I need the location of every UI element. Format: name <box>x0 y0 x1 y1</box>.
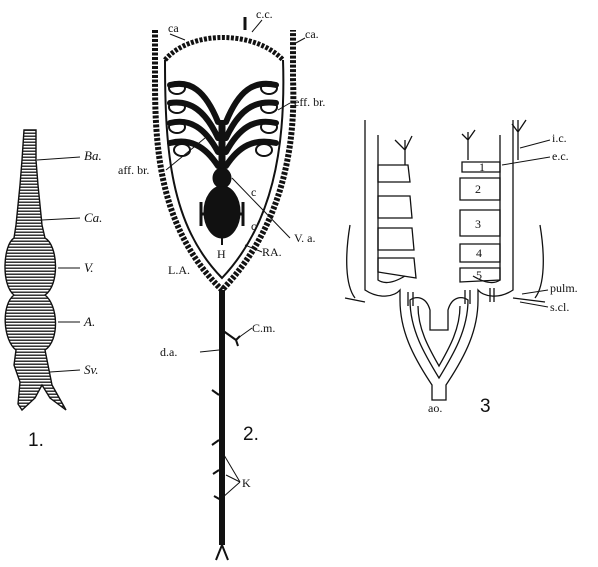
label-da: d.a. <box>160 345 177 359</box>
label-k: K <box>242 476 251 490</box>
label-sv: Sv. <box>84 362 99 377</box>
leader-ba <box>37 157 80 160</box>
label-arch-1: 1 <box>479 160 485 174</box>
label-ao: ao. <box>428 401 442 415</box>
pulmonary-left <box>347 225 355 298</box>
label-c-lower: c <box>251 219 256 233</box>
subclavian-right <box>513 298 545 302</box>
arches-left <box>378 136 416 278</box>
label-ra: RA. <box>262 245 282 259</box>
label-va: V. a. <box>294 231 315 245</box>
label-ic: i.c. <box>552 131 567 145</box>
figure-3-labels: i.c. e.c. 1 2 3 4 5 pulm. s.cl. ao. 3 <box>428 131 578 417</box>
label-cm: C.m. <box>252 321 275 335</box>
label-ca-right: ca. <box>305 27 319 41</box>
figure-number-2: 2. <box>243 424 259 445</box>
branchial-arches-right <box>226 84 276 166</box>
dorsal-aorta-branches <box>212 330 240 560</box>
label-ca-left: ca <box>168 21 179 35</box>
label-aff-br: aff. br. <box>118 163 149 177</box>
label-arch-5: 5 <box>476 268 482 282</box>
figure-1-tubular-heart: Ba. Ca. V. A. Sv. 1. <box>5 130 102 451</box>
subclavian-left <box>345 298 365 302</box>
aortic-inner-right <box>473 135 500 283</box>
tubular-heart-shape <box>5 130 66 410</box>
label-cc: c.c. <box>256 7 273 21</box>
pulmonary-right <box>535 225 543 298</box>
label-a: A. <box>83 314 95 329</box>
figure-3-aortic-arches <box>345 120 550 400</box>
figure-2-gill-circulation: ca c.c. ca. eff. br. aff. br. c c V. a. … <box>118 7 325 560</box>
aortic-inner-left <box>378 135 405 283</box>
label-eff-br: eff. br. <box>294 95 325 109</box>
heart-bulb <box>213 168 231 188</box>
arches-right <box>460 120 526 282</box>
leader-ca <box>42 218 80 220</box>
label-arch-2: 2 <box>475 182 481 196</box>
label-scl: s.cl. <box>550 300 569 314</box>
label-c-upper: c <box>251 185 256 199</box>
figure-3-leader-lines <box>502 140 550 307</box>
label-ec: e.c. <box>552 149 569 163</box>
leader-sv <box>50 370 80 372</box>
label-v: V. <box>84 260 94 275</box>
heart-ventricle <box>204 186 240 238</box>
label-la: L.A. <box>168 263 190 277</box>
figure-number-1: 1. <box>28 430 44 451</box>
label-h: H <box>217 247 226 261</box>
label-arch-4: 4 <box>476 246 482 260</box>
label-ca-fig1: Ca. <box>84 210 102 225</box>
label-ba: Ba. <box>84 148 102 163</box>
figure-number-3: 3 <box>480 396 491 417</box>
label-pulm: pulm. <box>550 281 578 295</box>
heart-lumen-inner <box>418 306 460 366</box>
circulus-cephalicus <box>165 38 283 61</box>
label-arch-3: 3 <box>475 217 481 231</box>
